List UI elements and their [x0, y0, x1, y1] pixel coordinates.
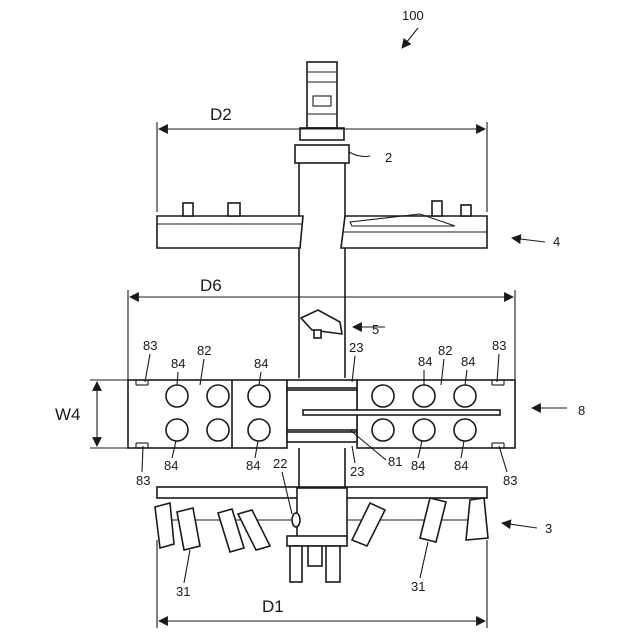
ref-83-label-tl: 83: [143, 338, 157, 353]
ref-5-label: 5: [372, 322, 379, 337]
ref-100-label: 100: [402, 8, 424, 23]
ref-84-label-t2: 84: [254, 356, 268, 371]
ref-31-leader-left: [184, 550, 190, 583]
ref-31-label-right: 31: [411, 579, 425, 594]
middle-unit: [128, 380, 515, 448]
ref-84-label-b2: 84: [246, 458, 260, 473]
ref-23-leader-bottom: [352, 446, 355, 463]
ref-31-leader-right: [420, 542, 428, 578]
ref-83-leader-bl: [142, 446, 143, 472]
ref-82-label-l: 82: [197, 343, 211, 358]
ref-84-label-b1: 84: [164, 458, 178, 473]
ref-22-label: 22: [273, 456, 287, 471]
ref-84-label-b3: 84: [411, 458, 425, 473]
ref-3-label: 3: [545, 521, 552, 536]
ref-84-label-t4: 84: [461, 354, 475, 369]
part-5: [301, 310, 342, 338]
ref-4-arrow: [512, 238, 545, 242]
ref-23-leader-top: [352, 356, 355, 382]
top-connector: [295, 62, 349, 163]
ref-8-label: 8: [578, 403, 585, 418]
ref-100-arrow: [402, 28, 418, 48]
dim-d2-label: D2: [210, 105, 232, 124]
ref-31-label-left: 31: [176, 584, 190, 599]
ref-2-label: 2: [385, 150, 392, 165]
ref-84-label-t3: 84: [418, 354, 432, 369]
ref-83-leader-br: [499, 446, 507, 472]
ref-4-label: 4: [553, 234, 560, 249]
lower-unit: [155, 487, 488, 582]
ref-82-label-r: 82: [438, 343, 452, 358]
ref-83-label-br: 83: [503, 473, 517, 488]
ref-83-label-bl: 83: [136, 473, 150, 488]
ref-83-label-tr: 83: [492, 338, 506, 353]
ref-83-leader-tr: [497, 354, 499, 382]
dim-d6-label: D6: [200, 276, 222, 295]
ref-3-arrow: [502, 523, 537, 528]
ref-23-label-bottom: 23: [350, 464, 364, 479]
ref-23-label-top: 23: [349, 340, 363, 355]
dimension-w4: W4: [55, 380, 128, 448]
ref-81-label: 81: [388, 454, 402, 469]
ref-2-leader: [349, 152, 370, 157]
ref-83-leader-tl: [145, 354, 150, 382]
dim-w4-label: W4: [55, 405, 81, 424]
upper-plate: [157, 201, 487, 248]
dim-d1-label: D1: [262, 597, 284, 616]
ref-84-label-b4: 84: [454, 458, 468, 473]
ref-84-label-t1: 84: [171, 356, 185, 371]
